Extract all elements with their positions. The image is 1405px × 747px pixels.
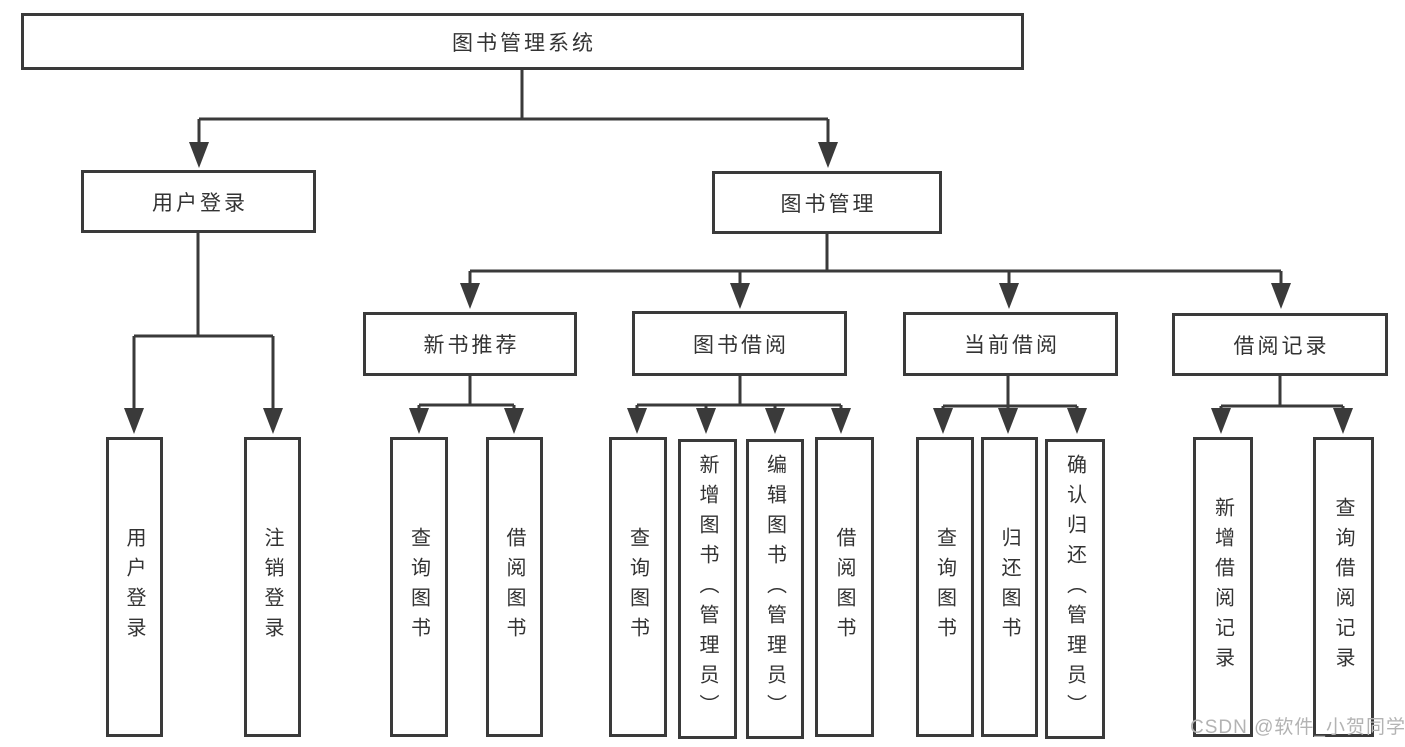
node-book-borrowing-label: 图书借阅: [693, 333, 789, 357]
leaf-query-books-3-label: 查询图书: [933, 527, 956, 647]
node-current-borrowing-label: 当前借阅: [964, 334, 1060, 357]
leaf-borrow-books-1-label: 借阅图书: [503, 527, 525, 647]
node-root-system-label: 图书管理系统: [452, 31, 596, 55]
leaf-confirm-return-admin: 确认归还（管理员）: [1045, 439, 1105, 739]
node-book-management: 图书管理: [712, 171, 942, 234]
node-user-login-label: 用户登录: [152, 191, 248, 215]
leaf-logout: 注销登录: [244, 437, 301, 737]
leaf-query-borrow-record: 查询借阅记录: [1313, 437, 1374, 737]
node-book-management-label: 图书管理: [780, 192, 877, 216]
leaf-edit-books-admin: 编辑图书（管理员）: [746, 439, 804, 739]
arrowheads: [124, 142, 1353, 434]
node-borrowing-records-label: 借阅记录: [1233, 334, 1330, 358]
node-user-login: 用户登录: [81, 170, 316, 233]
leaf-query-books-2-label: 查询图书: [626, 527, 649, 647]
leaf-query-books-2: 查询图书: [609, 437, 667, 737]
leaf-add-borrow-record-label: 新增借阅记录: [1211, 497, 1234, 677]
node-new-book-recommend-label: 新书推荐: [423, 334, 520, 357]
leaf-borrow-books-1: 借阅图书: [486, 437, 543, 737]
leaf-logout-label: 注销登录: [261, 527, 283, 647]
node-current-borrowing: 当前借阅: [903, 312, 1118, 376]
leaf-query-books-1: 查询图书: [390, 437, 448, 737]
leaf-user-login-label: 用户登录: [123, 527, 145, 647]
node-new-book-recommend: 新书推荐: [363, 312, 577, 376]
leaf-query-borrow-record-label: 查询借阅记录: [1332, 497, 1354, 677]
leaf-add-books-admin-label: 新增图书（管理员）: [696, 454, 718, 724]
leaf-return-books-label: 归还图书: [998, 527, 1020, 647]
leaf-user-login: 用户登录: [106, 437, 163, 737]
leaf-confirm-return-admin-label: 确认归还（管理员）: [1063, 454, 1086, 724]
leaf-borrow-books-2-label: 借阅图书: [833, 527, 855, 647]
leaf-add-borrow-record: 新增借阅记录: [1193, 437, 1253, 737]
leaf-query-books-3: 查询图书: [916, 437, 974, 737]
leaf-query-books-1-label: 查询图书: [407, 527, 430, 647]
leaf-borrow-books-2: 借阅图书: [815, 437, 874, 737]
leaf-add-books-admin: 新增图书（管理员）: [678, 439, 737, 739]
node-borrowing-records: 借阅记录: [1172, 313, 1388, 376]
csdn-watermark: CSDN @软件_小贺同学: [1190, 717, 1405, 738]
node-root-system: 图书管理系统: [21, 13, 1024, 70]
leaf-edit-books-admin-label: 编辑图书（管理员）: [763, 454, 786, 724]
leaf-return-books: 归还图书: [981, 437, 1038, 737]
node-book-borrowing: 图书借阅: [632, 311, 847, 376]
